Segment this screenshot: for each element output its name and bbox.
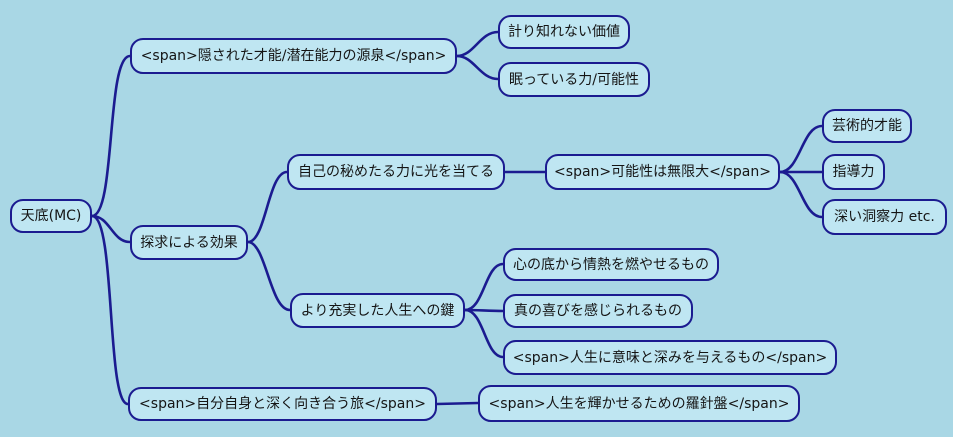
edge-hidden-to-value xyxy=(455,30,500,58)
mindmap-node-hidden-talent-source[interactable]: <span>隠された才能/潜在能力の源泉</span> xyxy=(130,38,457,74)
mindmap-node-fulfilling-life-key[interactable]: より充実した人生への鍵 xyxy=(290,293,465,328)
edge-journey-to-compass xyxy=(435,401,480,406)
edge-hidden-to-dormant xyxy=(455,54,500,81)
node-label: <span>可能性は無限大</span> xyxy=(554,164,771,180)
node-label: 探求による効果 xyxy=(140,234,238,251)
node-label: 自己の秘めたる力に光を当てる xyxy=(298,164,494,180)
mindmap-node-deep-insight[interactable]: 深い洞察力 etc. xyxy=(822,199,947,235)
node-label: <span>人生に意味と深みを与えるもの</span> xyxy=(512,349,828,366)
node-label: 眠っている力/可能性 xyxy=(508,71,640,88)
node-label: 芸術的才能 xyxy=(832,118,902,134)
mindmap-node-true-joy[interactable]: 真の喜びを感じられるもの xyxy=(503,294,693,328)
mindmap-node-self-facing-journey[interactable]: <span>自分自身と深く向き合う旅</span> xyxy=(128,387,437,421)
mindmap-node-root[interactable]: 天底(MC) xyxy=(10,199,92,233)
mindmap-node-infinite-possibility[interactable]: <span>可能性は無限大</span> xyxy=(545,154,780,190)
node-label: 計り知れない価値 xyxy=(508,24,620,40)
edge-key-to-passion xyxy=(463,262,505,312)
mindmap-node-immeasurable-value[interactable]: 計り知れない価値 xyxy=(498,15,630,49)
node-label: より充実した人生への鍵 xyxy=(300,302,455,319)
edge-root-to-hidden-talent xyxy=(90,54,132,218)
node-label: 天底(MC) xyxy=(20,208,82,224)
edge-root-to-self-journey xyxy=(90,214,130,406)
mindmap-node-artistic-talent[interactable]: 芸術的才能 xyxy=(822,109,912,143)
mindmap-node-burning-passion[interactable]: 心の底から情熱を燃やせるもの xyxy=(503,248,719,281)
node-label: 指導力 xyxy=(832,164,875,180)
mindmap-node-meaning-and-depth[interactable]: <span>人生に意味と深みを与えるもの</span> xyxy=(503,340,837,375)
mindmap-node-life-compass[interactable]: <span>人生を輝かせるための羅針盤</span> xyxy=(478,385,800,422)
edge-infinite-to-insight xyxy=(778,170,824,219)
mindmap-node-exploration-effects[interactable]: 探求による効果 xyxy=(130,225,248,260)
edge-infinite-to-artistic xyxy=(778,124,824,174)
node-label: <span>隠された才能/潜在能力の源泉</span> xyxy=(140,48,447,64)
node-label: <span>自分自身と深く向き合う旅</span> xyxy=(139,396,426,412)
edge-exploration-to-key xyxy=(246,240,292,312)
edge-key-to-meaning xyxy=(463,308,505,359)
edge-exploration-to-shine xyxy=(246,170,289,244)
node-label: 深い洞察力 etc. xyxy=(834,209,935,225)
node-label: 心の底から情熱を燃やせるもの xyxy=(513,256,709,273)
mindmap-node-leadership[interactable]: 指導力 xyxy=(822,154,885,190)
mindmap-node-dormant-power[interactable]: 眠っている力/可能性 xyxy=(498,62,650,97)
node-label: <span>人生を輝かせるための羅針盤</span> xyxy=(488,395,790,412)
node-label: 真の喜びを感じられるもの xyxy=(514,303,682,319)
mindmap-node-shine-light-on-power[interactable]: 自己の秘めたる力に光を当てる xyxy=(287,154,505,190)
